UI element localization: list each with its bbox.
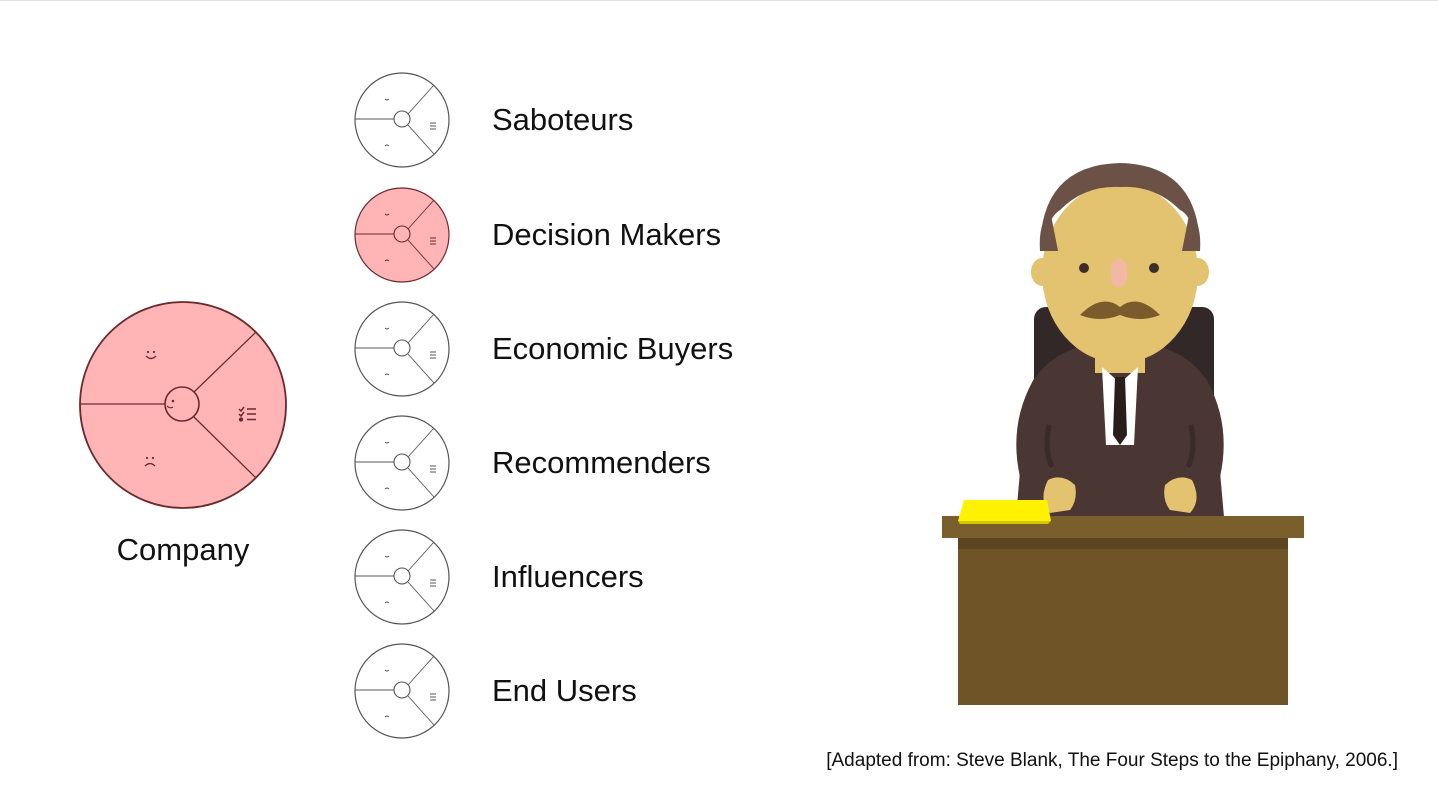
role-label: End Users — [492, 673, 637, 708]
role-end-users: End Users — [350, 641, 850, 741]
role-circle-icon — [354, 643, 450, 739]
role-circle-highlighted-icon — [354, 187, 450, 283]
folder-icon — [958, 500, 1051, 521]
company-node: Company — [78, 300, 290, 567]
mustache-icon — [1080, 301, 1160, 319]
role-label: Economic Buyers — [492, 331, 734, 366]
role-circle-icon — [354, 529, 450, 625]
tie-icon — [1113, 377, 1127, 445]
role-label: Saboteurs — [492, 102, 634, 137]
checklist-icon — [238, 406, 256, 422]
role-saboteurs: Saboteurs — [350, 70, 850, 170]
smile-icon — [145, 350, 157, 360]
role-economic-buyers: Economic Buyers — [350, 299, 850, 399]
role-circle-icon — [354, 415, 450, 511]
role-label: Decision Makers — [492, 217, 722, 252]
top-divider — [0, 0, 1438, 1]
role-recommenders: Recommenders — [350, 413, 850, 513]
role-decision-makers: Decision Makers — [350, 185, 850, 285]
role-influencers: Influencers — [350, 527, 850, 627]
citation-note: [Adapted from: Steve Blank, The Four Ste… — [826, 750, 1398, 771]
role-circle-icon — [354, 72, 450, 168]
role-label: Influencers — [492, 559, 644, 594]
businessman-at-desk-illustration — [942, 163, 1304, 705]
company-label: Company — [116, 532, 250, 567]
company-circle-icon — [79, 301, 287, 509]
role-circle-icon — [354, 301, 450, 397]
role-label: Recommenders — [492, 445, 711, 480]
buying-roles-list: Saboteurs Decision Makers — [350, 70, 850, 742]
frown-icon — [144, 456, 156, 467]
